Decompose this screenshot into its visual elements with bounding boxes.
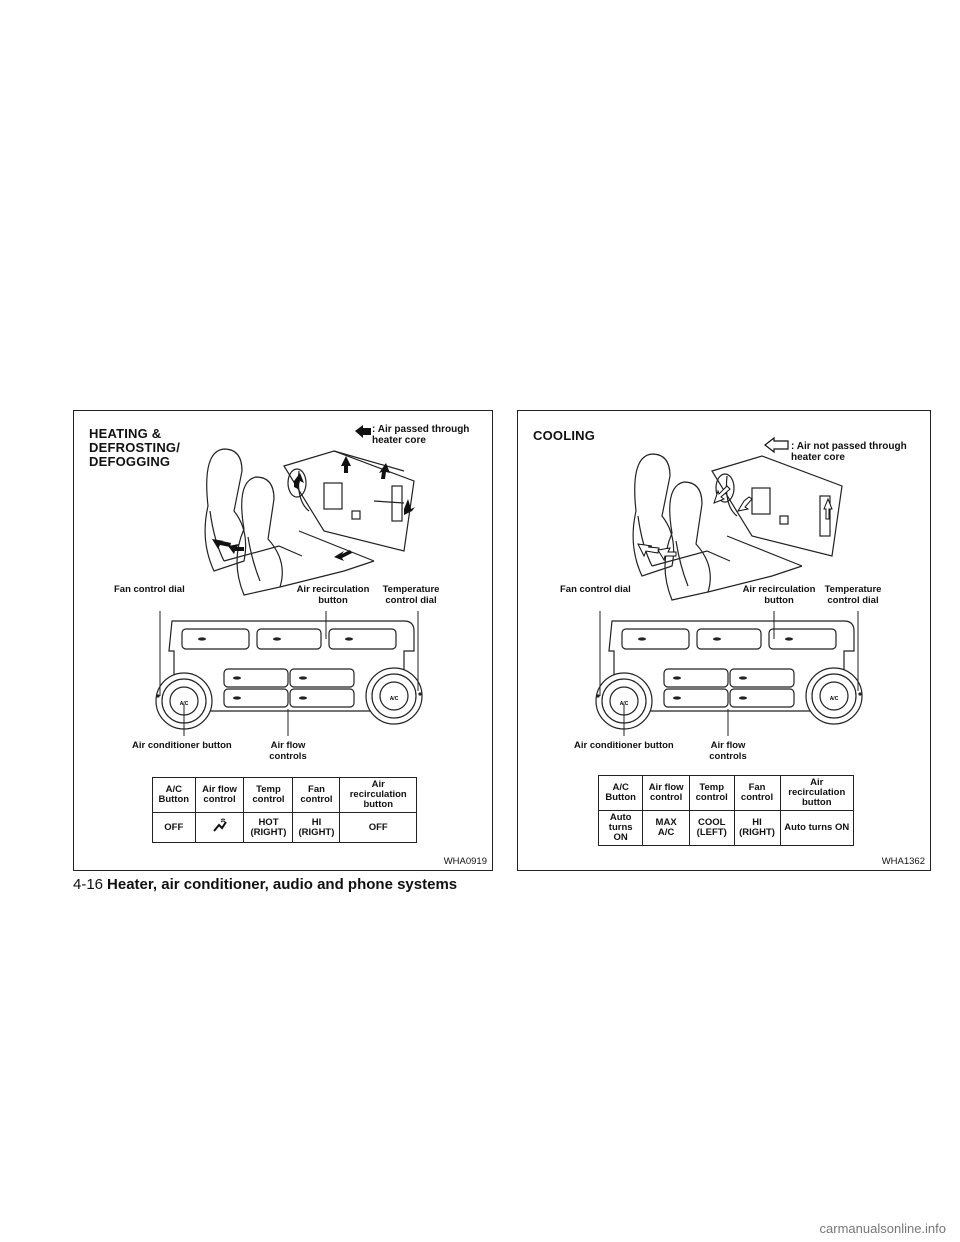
cooling-diagram-panel: A/C A/C COOLING : Air not passed through… <box>517 410 931 871</box>
temperature-dial-label: Temperature control dial <box>382 584 440 606</box>
dashboard-icon <box>711 455 843 567</box>
table-header-row: A/C Button Air flow control Temp control… <box>597 775 855 811</box>
callout-lines <box>159 611 419 736</box>
ac-dial-text: A/C <box>180 701 189 707</box>
car-seats-icon <box>632 453 803 601</box>
legend-text: : Air passed through heater core <box>372 424 470 446</box>
table-header: Air flow control <box>642 775 690 811</box>
heating-settings-table: A/C Button Air flow control Temp control… <box>152 777 417 843</box>
table-cell: COOL (LEFT) <box>688 810 735 846</box>
fan-control-dial-label: Fan control dial <box>114 584 185 595</box>
table-header: Temp control <box>243 777 294 813</box>
table-header-row: A/C Button Air flow control Temp control… <box>152 777 417 813</box>
legend-text: : Air not passed through heater core <box>791 441 907 463</box>
cooling-settings-table: A/C Button Air flow control Temp control… <box>597 775 855 846</box>
table-row: OFF HOT (RIGHT) HI (RIGHT) OFF <box>152 812 417 843</box>
table-header: Temp control <box>688 775 735 811</box>
watermark-link[interactable]: carmanualsonline.info <box>819 1221 946 1236</box>
airflow-arrows-icon <box>637 485 833 562</box>
table-header: Air recirculation button <box>779 775 855 811</box>
page-number: 4-16 <box>73 876 104 893</box>
filled-arrow-icon <box>355 425 371 438</box>
table-header: Fan control <box>733 775 781 811</box>
table-cell: HOT (RIGHT) <box>243 812 294 843</box>
air-flow-controls-label: Air flow controls <box>269 740 307 762</box>
table-cell: Auto turns ON <box>597 810 644 846</box>
air-conditioner-button-label: Air conditioner button <box>132 740 232 751</box>
table-cell <box>194 812 245 843</box>
panel-title: COOLING <box>533 428 596 443</box>
fan-control-dial-label: Fan control dial <box>560 584 631 595</box>
table-header: A/C Button <box>597 775 644 811</box>
cooling-illustration: A/C A/C <box>595 436 863 736</box>
air-conditioner-button-label: Air conditioner button <box>574 740 674 751</box>
table-header: Air recirculation button <box>339 777 417 813</box>
climate-control-panel <box>155 620 423 730</box>
table-cell: Auto turns ON <box>779 810 855 846</box>
button-indicator-icons <box>156 637 422 700</box>
figure-code: WHA0919 <box>443 856 487 867</box>
table-cell: OFF <box>152 812 196 843</box>
table-header: A/C Button <box>152 777 196 813</box>
air-flow-controls-label: Air flow controls <box>709 740 747 762</box>
table-cell: HI (RIGHT) <box>292 812 341 843</box>
temp-dial-text: A/C <box>830 696 839 702</box>
table-row: Auto turns ON MAX A/C COOL (LEFT) HI (RI… <box>597 810 855 846</box>
callout-lines <box>599 611 859 736</box>
ac-dial-text: A/C <box>620 701 629 707</box>
climate-control-panel <box>595 620 863 730</box>
figure-code: WHA1362 <box>881 856 925 867</box>
table-header: Air flow control <box>194 777 245 813</box>
table-cell: MAX A/C <box>642 810 690 846</box>
heating-illustration: A/C A/C <box>155 425 423 736</box>
dashboard-icon <box>283 450 415 562</box>
temp-dial-text: A/C <box>390 696 399 702</box>
air-recirculation-label: Air recirculation button <box>742 584 816 606</box>
air-recirculation-label: Air recirculation button <box>296 584 370 606</box>
button-indicator-icons <box>596 637 862 700</box>
section-title: Heater, air conditioner, audio and phone… <box>107 876 458 893</box>
airflow-arrows-icon <box>212 456 415 561</box>
panel-title: HEATING & DEFROSTING/ DEFOGGING <box>89 426 181 469</box>
heating-diagram-panel: A/C A/C HEATING & DEFROSTING/ DEFOGGING … <box>73 410 493 871</box>
table-cell: OFF <box>339 812 417 843</box>
outline-arrow-icon <box>764 436 789 454</box>
table-header: Fan control <box>292 777 341 813</box>
car-seats-icon <box>204 448 375 596</box>
table-cell: HI (RIGHT) <box>733 810 781 846</box>
floor-defrost-icon <box>212 818 227 832</box>
temperature-dial-label: Temperature control dial <box>824 584 882 606</box>
